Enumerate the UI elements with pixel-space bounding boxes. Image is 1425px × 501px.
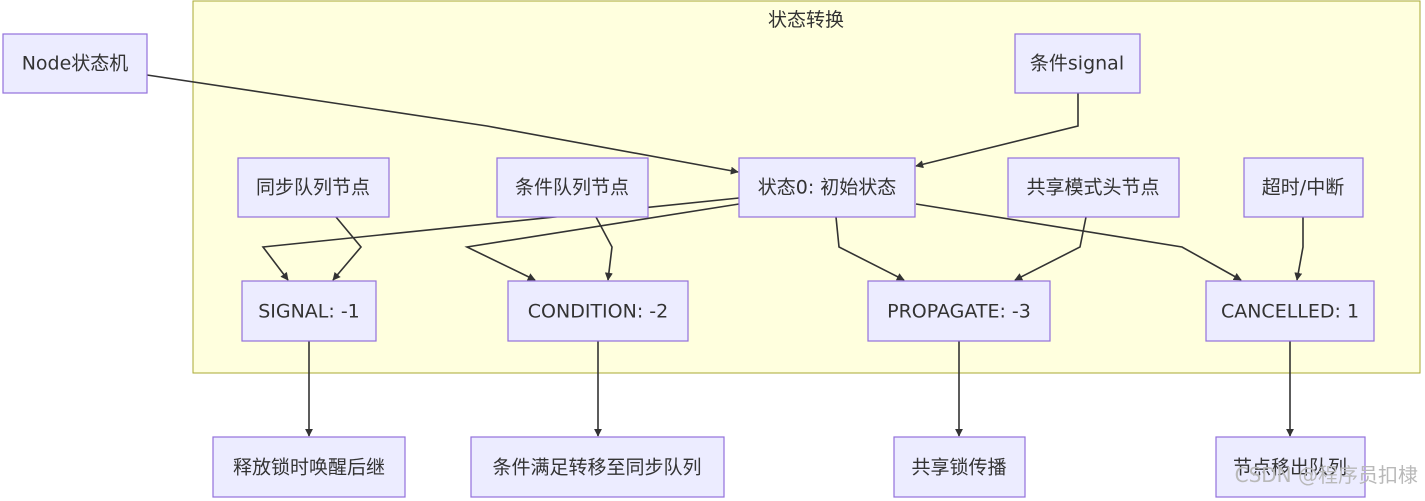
node-state-zero: 状态0: 初始状态	[738, 157, 916, 218]
node-timeout-interrupt: 超时/中断	[1243, 157, 1364, 218]
edge-condition-signal-to-state-zero	[915, 93, 1079, 169]
node-release-wake-successor: 释放锁时唤醒后继	[212, 436, 406, 498]
node-node-leaves-queue: 节点移出队列	[1215, 436, 1366, 498]
node-sync-queue-node: 同步队列节点	[237, 157, 390, 218]
edges	[146, 74, 1304, 437]
node-state-machine: Node状态机	[2, 33, 148, 94]
node-condition: CONDITION: -2	[507, 280, 689, 342]
node-signal: SIGNAL: -1	[241, 280, 377, 342]
edge-state-zero-to-condition	[464, 203, 740, 281]
node-node-leaves-queue-label: 节点移出队列	[1233, 457, 1347, 479]
edge-shared-head-node-to-propagate	[1014, 216, 1087, 281]
node-condition-queue-node-label: 条件队列节点	[515, 177, 629, 199]
edge-condition-queue-node-to-condition	[595, 216, 613, 281]
node-condition-label: CONDITION: -2	[528, 301, 668, 323]
node-transfer-to-sync-queue: 条件满足转移至同步队列	[470, 436, 725, 498]
node-timeout-interrupt-label: 超时/中断	[1262, 177, 1344, 199]
node-release-wake-successor-label: 释放锁时唤醒后继	[233, 457, 385, 479]
node-propagate-label: PROPAGATE: -3	[887, 301, 1031, 323]
node-shared-head-node: 共享模式头节点	[1007, 157, 1180, 218]
node-cancelled-label: CANCELLED: 1	[1221, 301, 1359, 323]
subgraph-title: 状态转换	[768, 9, 844, 31]
node-shared-lock-propagation-label: 共享锁传播	[911, 457, 1006, 479]
edge-sync-queue-node-to-signal	[332, 216, 363, 281]
node-shared-lock-propagation: 共享锁传播	[893, 436, 1026, 498]
edge-timeout-interrupt-to-cancelled	[1294, 217, 1304, 281]
edge-state-zero-to-cancelled	[915, 203, 1242, 281]
node-condition-queue-node: 条件队列节点	[496, 157, 649, 218]
node-sync-queue-node-label: 同步队列节点	[256, 177, 370, 199]
node-condition-signal: 条件signal	[1014, 33, 1141, 94]
edge-node-state-machine-to-state-zero	[146, 74, 739, 175]
node-state-zero-label: 状态0: 初始状态	[758, 177, 897, 199]
node-state-machine-label: Node状态机	[22, 53, 129, 75]
node-condition-signal-label: 条件signal	[1030, 53, 1124, 75]
node-propagate: PROPAGATE: -3	[867, 280, 1051, 342]
node-transfer-to-sync-queue-label: 条件满足转移至同步队列	[492, 457, 701, 479]
node-cancelled: CANCELLED: 1	[1205, 280, 1375, 342]
node-shared-head-node-label: 共享模式头节点	[1026, 177, 1159, 199]
watermark: CSDN @程序员扣棣	[1235, 463, 1418, 487]
edge-state-zero-to-propagate	[835, 216, 905, 281]
node-signal-label: SIGNAL: -1	[258, 301, 360, 323]
